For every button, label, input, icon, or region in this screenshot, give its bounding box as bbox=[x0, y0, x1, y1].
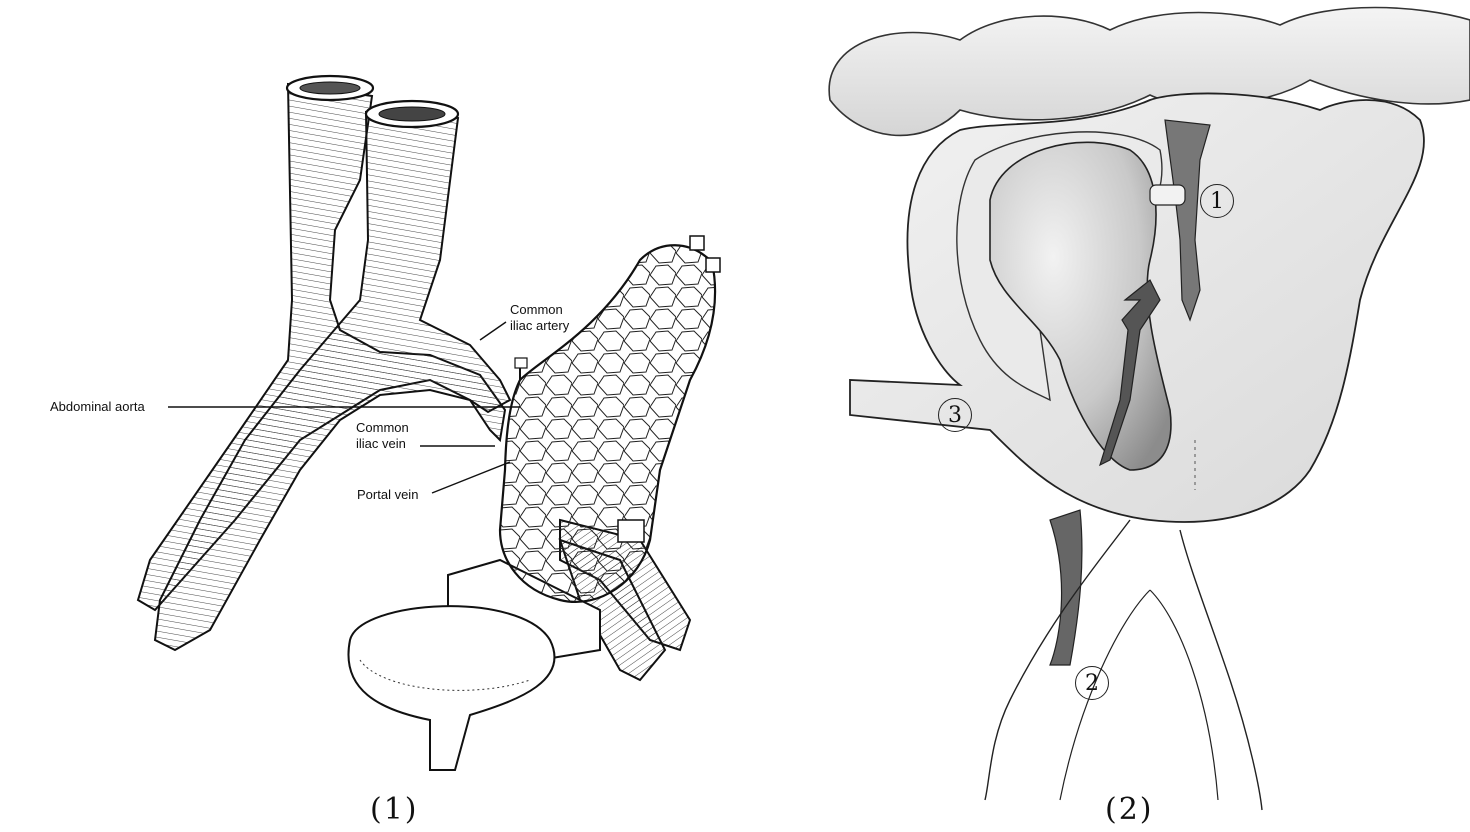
panel-1-caption: (1) bbox=[370, 792, 419, 827]
label-common-iliac-artery: Common iliac artery bbox=[510, 302, 570, 333]
label-abdominal-aorta: Abdominal aorta bbox=[50, 399, 145, 414]
graft-vein bbox=[1099, 279, 1161, 467]
leader-common-iliac-artery bbox=[479, 321, 507, 341]
aorta-vessel bbox=[153, 99, 512, 652]
label-portal-vein: Portal vein bbox=[357, 487, 419, 502]
panel-2-caption: (2) bbox=[1105, 792, 1154, 827]
label-common-iliac-vein: Common iliac vein bbox=[356, 420, 409, 451]
marker-1: 1 bbox=[1200, 184, 1234, 218]
graft-stump bbox=[1149, 184, 1186, 206]
leader-portal-vein bbox=[431, 461, 511, 494]
vessel-anastomosis-1 bbox=[1164, 119, 1211, 322]
pancreas-graft bbox=[498, 235, 721, 603]
marker-3: 3 bbox=[938, 398, 972, 432]
bladder-duodenum bbox=[347, 558, 601, 771]
vessel-anastomosis-2 bbox=[1049, 509, 1083, 666]
marker-2: 2 bbox=[1075, 666, 1109, 700]
